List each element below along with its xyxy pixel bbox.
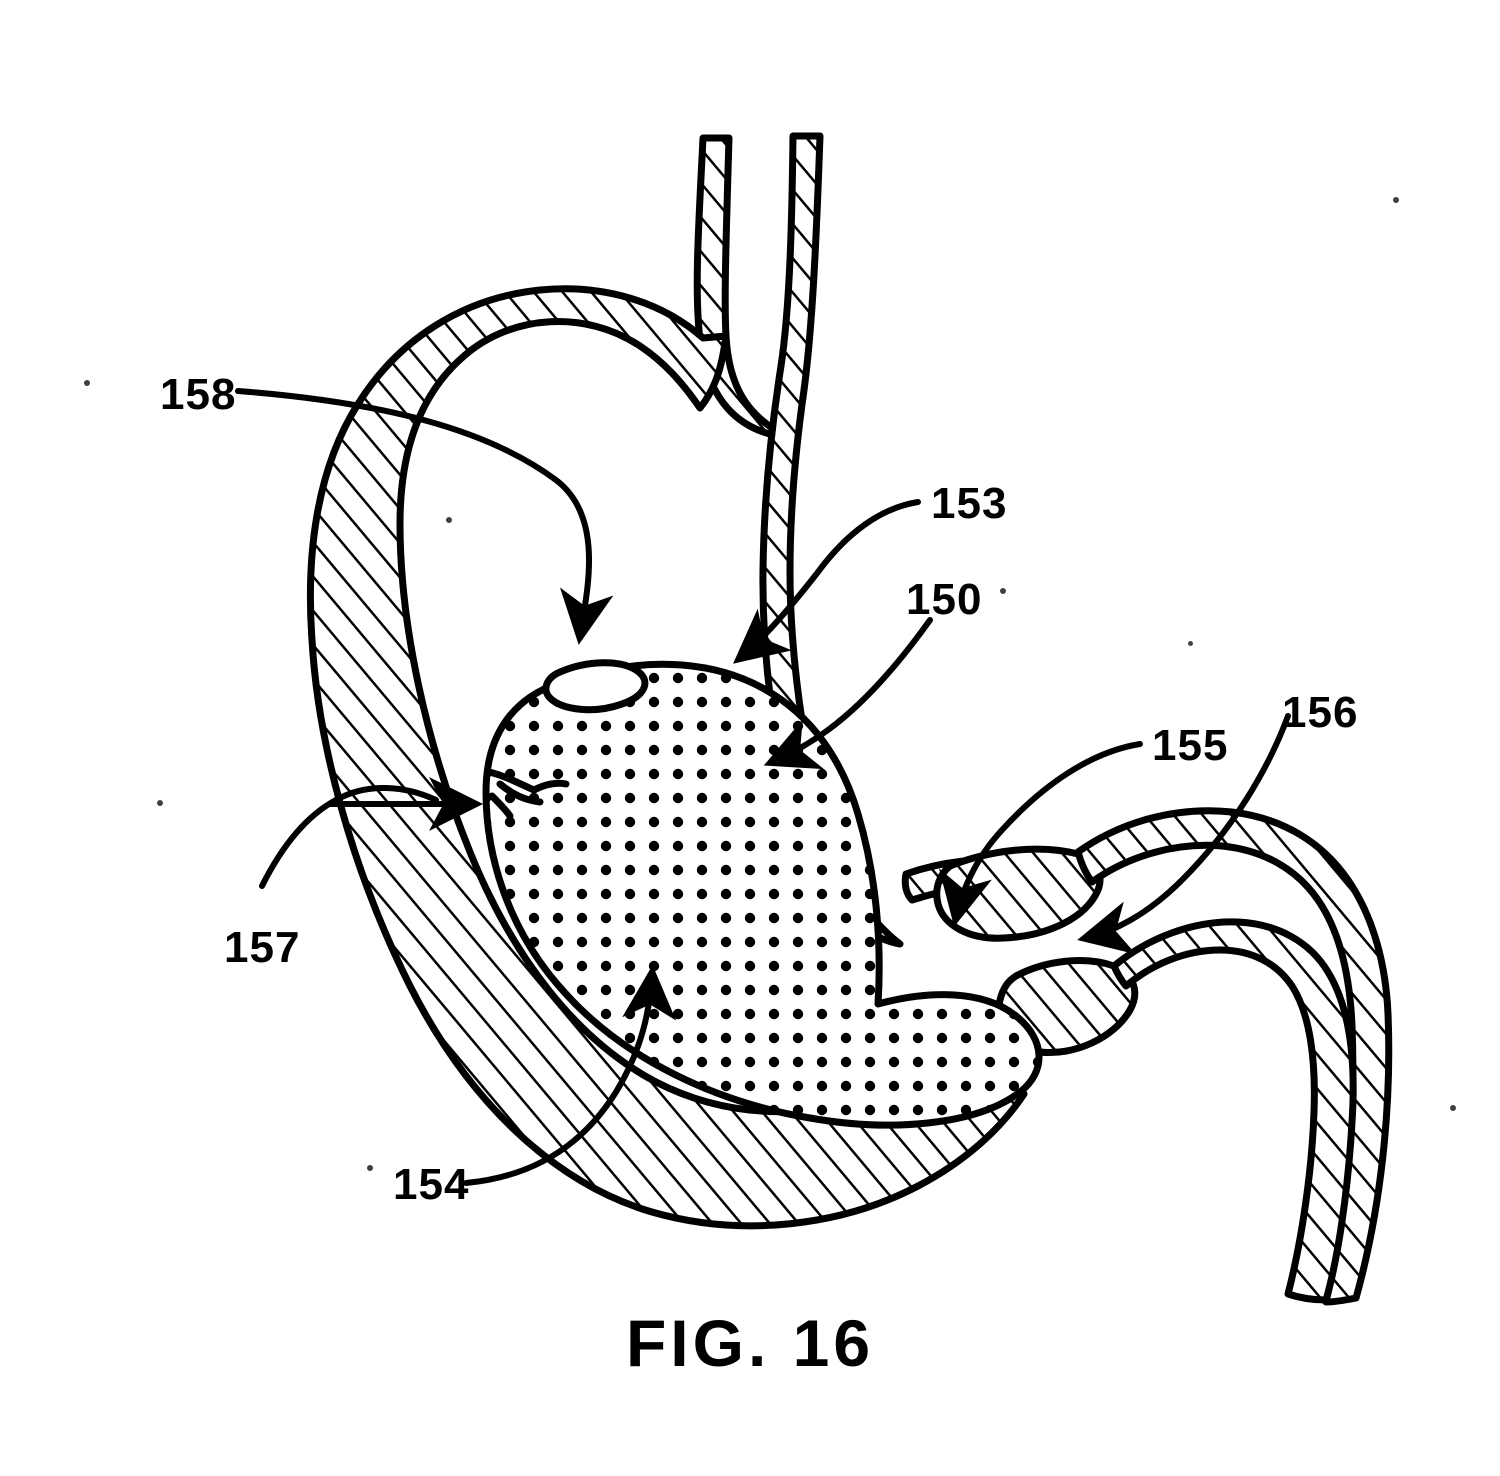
- scan-speck: [157, 800, 163, 806]
- ref-label-156: 156: [1282, 688, 1359, 737]
- leader-153: [733, 499, 921, 664]
- mass-void: [542, 659, 649, 714]
- scan-speck: [1393, 197, 1399, 203]
- ref-label-150: 150: [906, 575, 983, 624]
- scan-speck: [446, 517, 452, 523]
- ref-label-157: 157: [224, 923, 301, 972]
- mass-branch-mark: [485, 768, 570, 820]
- leader-lines: [235, 388, 1291, 1186]
- figure-caption: FIG. 16: [625, 1306, 875, 1380]
- leader-150: [763, 617, 933, 770]
- scan-speck: [1450, 1105, 1456, 1111]
- ref-label-155: 155: [1152, 721, 1229, 770]
- scan-speck: [84, 380, 90, 386]
- leader-154: [463, 965, 677, 1186]
- scan-speck: [367, 1165, 373, 1171]
- leader-158: [235, 388, 614, 645]
- scan-speck: [1188, 641, 1193, 646]
- leader-157-curve: [259, 784, 439, 889]
- duodenum: [1074, 807, 1393, 1306]
- ref-label-154: 154: [393, 1160, 470, 1209]
- ref-label-153: 153: [931, 479, 1008, 528]
- scan-speck: [1000, 588, 1006, 594]
- ref-label-158: 158: [160, 370, 237, 419]
- leader-155: [939, 741, 1143, 927]
- leader-156: [1077, 713, 1291, 955]
